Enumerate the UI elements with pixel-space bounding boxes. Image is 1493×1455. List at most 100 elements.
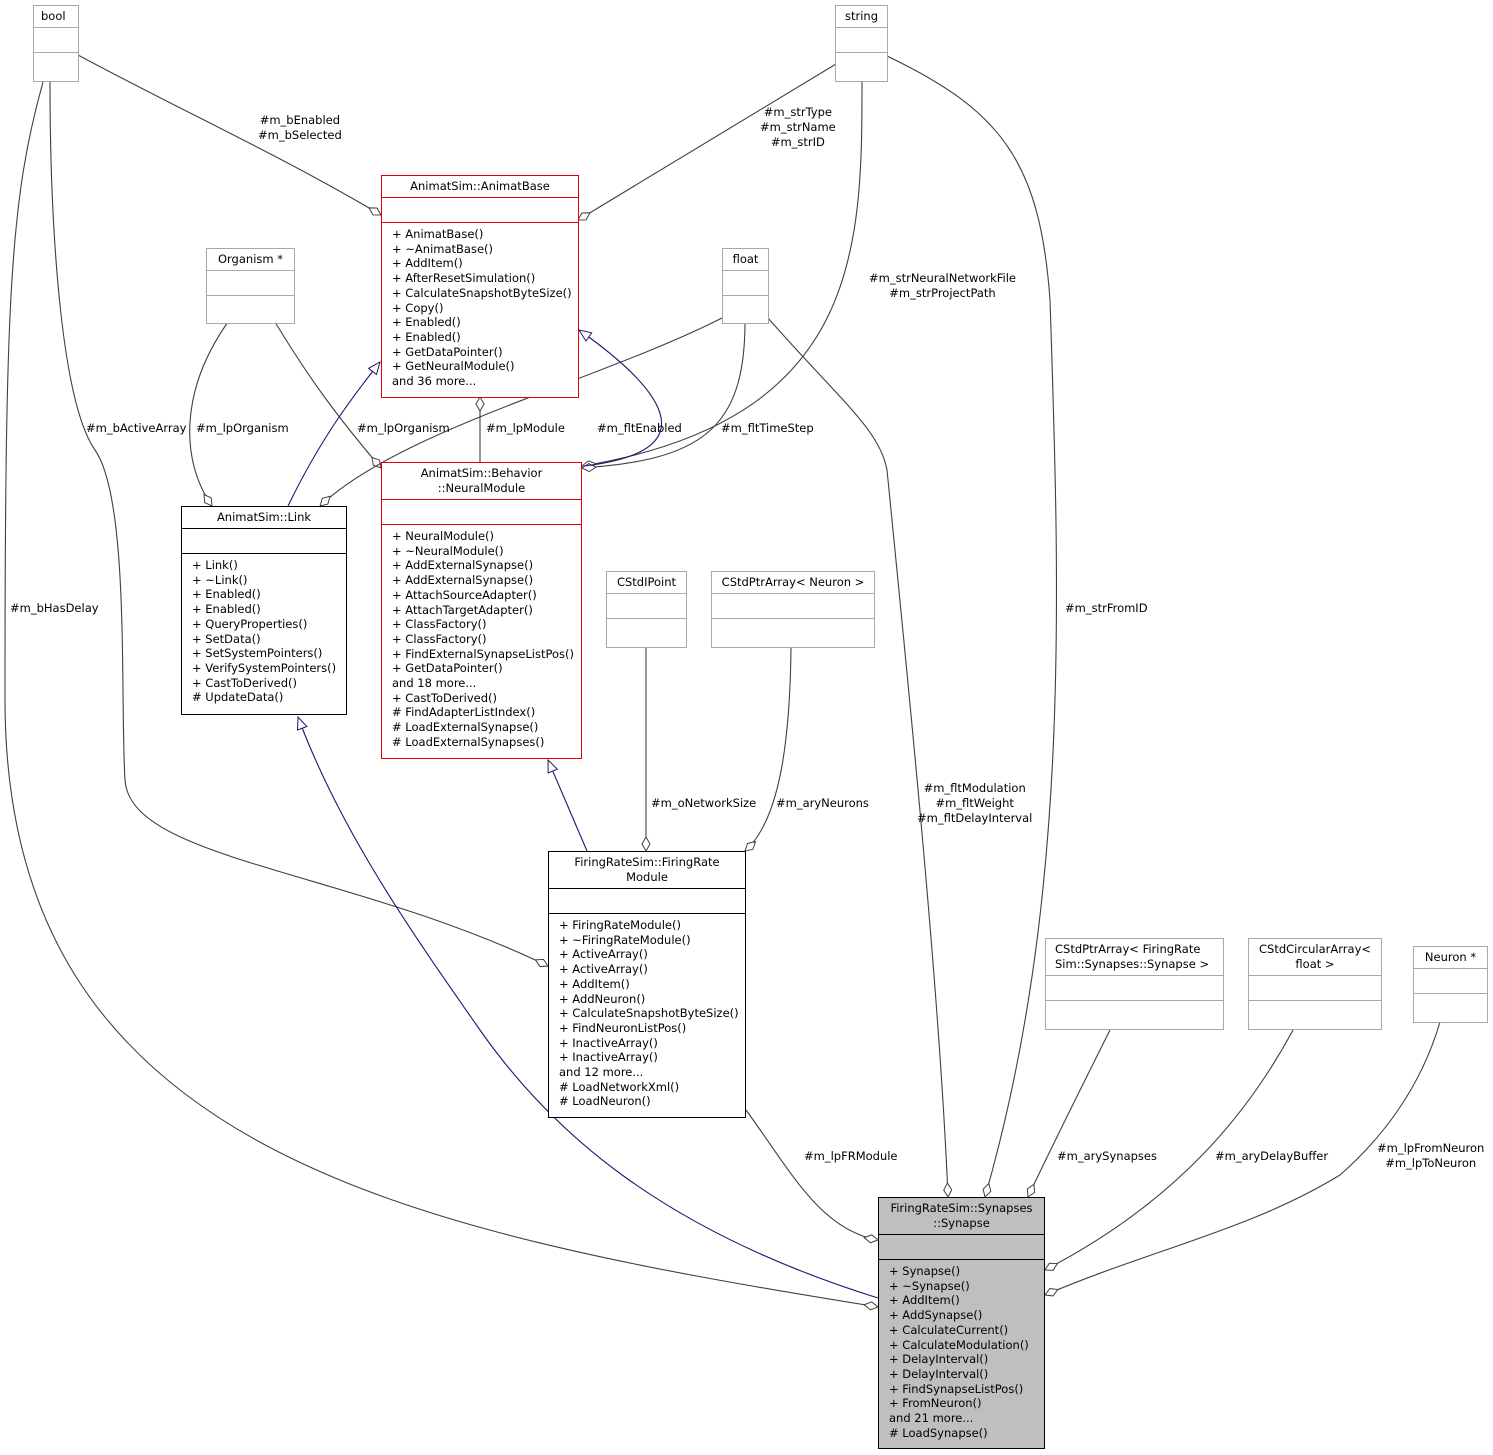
edge-label-m-strtype: #m_strType #m_strName #m_strID	[760, 105, 836, 149]
class-operation: + AttachTargetAdapter()	[392, 602, 533, 617]
class-animat-base[interactable]: AnimatSim::AnimatBase + AnimatBase()+ ~A…	[381, 175, 579, 398]
edge-bool-hasdelay	[4, 81, 879, 1311]
class-title: CStdPtrArray< Neuron >	[721, 575, 865, 589]
class-title: AnimatSim::Behavior ::NeuralModule	[420, 466, 543, 495]
edge-circular-synapse	[1044, 1029, 1294, 1271]
class-cstdptrarray-synapse[interactable]: CStdPtrArray< FiringRate Sim::Synapses::…	[1045, 938, 1224, 1030]
class-operation: + FiringRateModule()	[559, 918, 681, 932]
edge-float-neuralmodule	[580, 321, 746, 473]
class-operation: + Synapse()	[889, 1264, 961, 1278]
class-operation: + DelayInterval()	[889, 1352, 989, 1367]
class-cstdptrarray-neuron[interactable]: CStdPtrArray< Neuron >	[711, 571, 875, 648]
edge-float-synapse	[767, 317, 953, 1199]
class-operation: + ~Synapse()	[889, 1278, 970, 1293]
class-neuron-ptr[interactable]: Neuron *	[1413, 946, 1488, 1023]
edge-neuronptr-synapse	[1044, 1021, 1441, 1297]
class-operation: + Enabled()	[392, 329, 461, 344]
class-operation: + CalculateSnapshotByteSize()	[392, 285, 572, 300]
class-operation: and 21 more...	[889, 1411, 974, 1426]
class-operations	[207, 295, 294, 320]
class-operation: + GetDataPointer()	[392, 661, 503, 676]
edge-label-m-fltenabled: #m_fltEnabled	[597, 421, 682, 435]
class-operation: + Enabled()	[192, 587, 261, 602]
class-title: float	[732, 252, 759, 266]
class-operation: # LoadSynapse()	[889, 1425, 988, 1440]
class-attributes	[879, 1234, 1044, 1259]
class-bool[interactable]: bool	[33, 5, 79, 82]
class-cstdipoint[interactable]: CStdIPoint	[606, 571, 687, 648]
class-operations	[1414, 993, 1487, 1018]
edge-organism-neuralmodule	[274, 321, 382, 469]
edge-label-m-aryneurons: #m_aryNeurons	[776, 796, 869, 810]
class-attributes	[1249, 975, 1381, 1000]
class-operation: + ActiveArray()	[559, 947, 648, 962]
class-operation: + FindNeuronListPos()	[559, 1020, 687, 1035]
class-title: CStdCircularArray< float >	[1258, 942, 1372, 971]
class-attributes	[34, 27, 78, 52]
class-operations	[723, 295, 768, 320]
class-attributes	[836, 27, 887, 52]
edge-cstdptrarray-frmodule	[744, 647, 792, 852]
class-operation: + FindSynapseListPos()	[889, 1381, 1024, 1396]
edge-label-m-fltmodulation: #m_fltModulation #m_fltWeight #m_fltDela…	[917, 781, 1033, 825]
inherit-neuralmodule-animatbase	[579, 330, 662, 467]
class-operation: + AddItem()	[392, 256, 463, 271]
class-operation: # LoadNetworkXml()	[559, 1079, 680, 1094]
edge-label-m-onetworksize: #m_oNetworkSize	[651, 796, 757, 810]
class-synapse-focus[interactable]: FiringRateSim::Synapses ::Synapse + Syna…	[878, 1197, 1045, 1449]
class-operation: + GetNeuralModule()	[392, 359, 515, 374]
class-operation: + AddNeuron()	[559, 991, 646, 1006]
class-operation: + Enabled()	[392, 315, 461, 330]
class-operation: + ClassFactory()	[392, 631, 487, 646]
class-operation: + VerifySystemPointers()	[192, 660, 337, 675]
class-title: string	[844, 9, 878, 23]
class-operation: + InactiveArray()	[559, 1035, 658, 1050]
class-operation: + AddExternalSynapse()	[392, 558, 534, 573]
class-operation: + CastToDerived()	[192, 675, 297, 690]
class-operations	[836, 52, 887, 77]
class-operation: + ~AnimatBase()	[392, 241, 494, 256]
class-operations	[1046, 1000, 1223, 1025]
edge-label-m-flttimestep: #m_fltTimeStep	[721, 421, 814, 435]
class-operation: + SetData()	[192, 631, 261, 646]
class-neural-module[interactable]: AnimatSim::Behavior ::NeuralModule + Neu…	[381, 462, 582, 759]
class-operations	[712, 618, 874, 643]
class-title: CStdIPoint	[616, 575, 677, 589]
edge-label-m-lporganism-link: #m_lpOrganism	[196, 421, 289, 435]
class-operations	[34, 52, 78, 77]
class-operation: + NeuralModule()	[392, 529, 495, 543]
class-operation: + AddSynapse()	[889, 1308, 983, 1323]
class-float[interactable]: float	[722, 248, 769, 324]
edge-float-link	[319, 317, 723, 507]
class-operations: + FiringRateModule()+ ~FiringRateModule(…	[549, 913, 745, 1113]
class-operation: + AfterResetSimulation()	[392, 271, 536, 286]
class-operation: # LoadNeuron()	[559, 1094, 651, 1109]
class-attributes	[549, 888, 745, 913]
class-organism-ptr[interactable]: Organism *	[206, 248, 295, 324]
class-title: Neuron *	[1424, 950, 1477, 964]
inherit-synapse-link	[298, 717, 879, 1299]
edge-label-m-strfromid: #m_strFromID	[1065, 601, 1148, 615]
edge-label-m-arysynapses: #m_arySynapses	[1057, 1149, 1157, 1163]
class-operation: + CalculateModulation()	[889, 1337, 1029, 1352]
edge-label-m-lpmodule: #m_lpModule	[486, 421, 565, 435]
class-attributes	[607, 593, 686, 618]
edge-label-m-arydelaybuffer: #m_aryDelayBuffer	[1215, 1149, 1329, 1163]
class-operations	[607, 618, 686, 643]
class-operation: + AttachSourceAdapter()	[392, 587, 537, 602]
class-link[interactable]: AnimatSim::Link + Link()+ ~Link()+ Enabl…	[181, 506, 347, 715]
class-operation: # FindAdapterListIndex()	[392, 705, 536, 720]
class-title: AnimatSim::AnimatBase	[410, 179, 550, 193]
edge-label-m-strneuralnetworkfile: #m_strNeuralNetworkFile #m_strProjectPat…	[869, 271, 1017, 300]
class-firing-rate-module[interactable]: FiringRateSim::FiringRate Module + Firin…	[548, 851, 746, 1118]
edge-string-neuralmodule	[581, 81, 863, 470]
class-attributes	[182, 528, 346, 553]
class-operations	[1249, 1000, 1381, 1025]
class-cstdcirculararray[interactable]: CStdCircularArray< float >	[1248, 938, 1382, 1030]
class-string[interactable]: string	[835, 5, 888, 82]
class-title: CStdPtrArray< FiringRate Sim::Synapses::…	[1055, 942, 1210, 971]
class-title: AnimatSim::Link	[216, 510, 312, 524]
edge-label-m-benabled: #m_bEnabled #m_bSelected	[258, 113, 342, 142]
class-operation: and 36 more...	[392, 374, 477, 389]
